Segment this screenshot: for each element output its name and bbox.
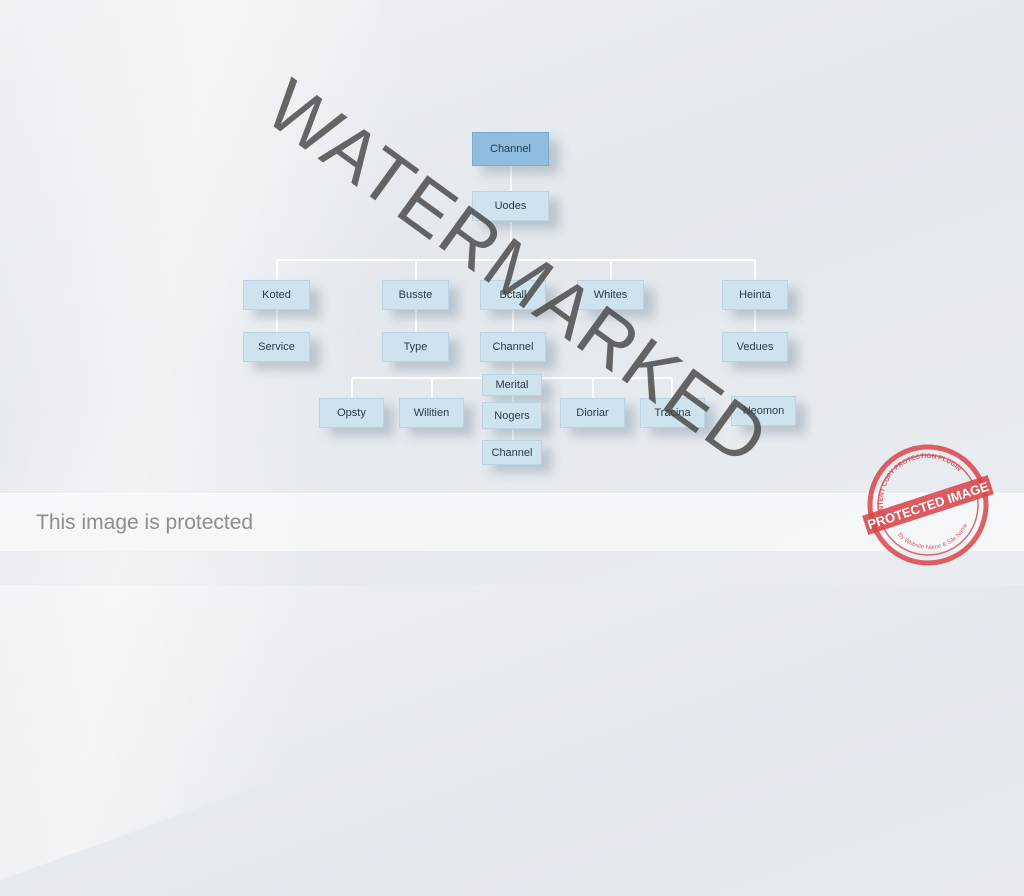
node-merital: Merital (482, 374, 542, 396)
node-tracina: Tracina (640, 398, 705, 428)
node-opsty: Opsty (319, 398, 384, 428)
node-whites: Whites (577, 280, 644, 310)
node-nogers: Nogers (482, 402, 542, 429)
node-neomon: Neomon (731, 396, 796, 426)
protected-image-stamp: CONTENT COPY PROTECTION PLUGIN PROTECTED… (862, 442, 994, 566)
node-channel-bottom: Channel (482, 440, 542, 465)
diagram-canvas: Channel Uodes Koted Busste Bctall Whites… (0, 0, 796, 896)
node-uodes: Uodes (472, 191, 549, 221)
stamp-banner (862, 475, 994, 535)
node-channel-mid: Channel (480, 332, 546, 362)
node-busste: Busste (382, 280, 449, 310)
node-type: Type (382, 332, 449, 362)
protection-banner: This image is protected (0, 493, 1024, 551)
node-service: Service (243, 332, 310, 362)
node-dioriar: Dioriar (560, 398, 625, 428)
protection-banner-text: This image is protected (36, 510, 254, 534)
node-heinta: Heinta (722, 280, 788, 310)
node-koted: Koted (243, 280, 310, 310)
node-channel-root: Channel (472, 132, 549, 166)
node-vedues: Vedues (722, 332, 788, 362)
node-bctall: Bctall (480, 280, 546, 310)
node-wilitien: Wilitien (399, 398, 464, 428)
